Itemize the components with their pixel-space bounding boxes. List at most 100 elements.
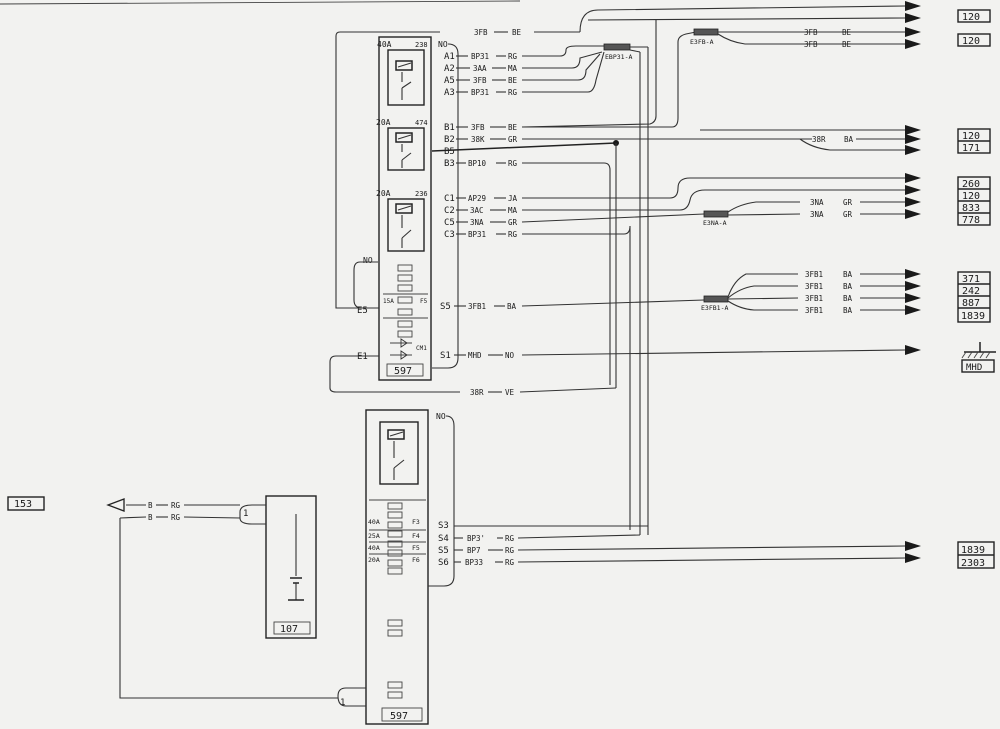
ref-group-5: 371 242 887 1839 <box>957 271 991 323</box>
ref-g4-1: 120 <box>962 191 980 202</box>
rw-3fb1-4-code: 3FB1 <box>805 306 823 315</box>
ref-group-1: 120 <box>957 9 991 23</box>
rw-3fb-2-code: 3FB <box>804 40 818 49</box>
rw-3fb1-3-color: BA <box>843 294 853 303</box>
ref-g1-0: 120 <box>962 12 980 23</box>
wire-c2-code: 3AC <box>470 206 484 215</box>
ref-group-6: 1839 2303 <box>957 541 995 569</box>
wire-a1-code: BP31 <box>471 52 489 61</box>
fuse-f3: F3 <box>412 518 420 526</box>
wire2-s6-code: BP33 <box>465 558 483 567</box>
battery-wires: B RG B RG <box>106 498 241 522</box>
rw-3na-1-color: GR <box>843 198 853 207</box>
splice-e3na-a: E3NA-A <box>703 219 727 227</box>
relay-3-number: 236 <box>415 190 428 198</box>
fuse-f6: F6 <box>412 556 420 564</box>
bottom-wire-code: 38R <box>470 388 484 397</box>
page-top-edge <box>0 0 521 5</box>
wire-b2-color: GR <box>508 135 518 144</box>
top-wire-color: BE <box>512 28 522 37</box>
wire-c1-color: JA <box>508 194 518 203</box>
unit-597-upper-body <box>378 36 432 381</box>
relay-3-symbol <box>387 198 425 252</box>
fuse-f4-rating: 25A <box>368 532 380 540</box>
wire-a5-code: 3FB <box>473 76 487 85</box>
pin-b1: B1 <box>444 123 455 133</box>
wire2-s4-color: RG <box>505 534 515 543</box>
battery-pin-1: 1 <box>243 509 248 519</box>
unit1-no-label: NO <box>438 40 448 49</box>
wire-s1-color: NO <box>505 351 515 360</box>
splice-e3fb-a: E3FB-A <box>690 38 714 46</box>
relay-3-rating: 20A <box>376 189 391 198</box>
rw-3fb1-2-code: 3FB1 <box>805 282 823 291</box>
rw-3fb-1-code: 3FB <box>804 28 818 37</box>
unit-597-upper: 40A 238 20A 474 20A 236 <box>353 36 518 381</box>
pin-e1: E1 <box>357 352 368 362</box>
ground-symbol: MHD <box>961 342 996 373</box>
bwire-1-color: RG <box>171 501 181 510</box>
unit1-right-bracket <box>432 43 459 369</box>
fuse-label-upper: F5 <box>420 298 428 305</box>
rw-3fb1-1-code: 3FB1 <box>805 270 823 279</box>
wire-a2-color: MA <box>508 64 518 73</box>
wires-upper: EBP31-A E3FB-A <box>329 1 921 535</box>
bwire-2-code: B <box>148 513 153 522</box>
pin-c5: C5 <box>444 218 455 228</box>
pin-a3: A3 <box>444 88 455 98</box>
rw-38r-color: BA <box>844 135 854 144</box>
pin-c1: C1 <box>444 194 455 204</box>
e5-loop <box>353 261 379 309</box>
wire-s1-code: MHD <box>468 351 482 360</box>
splice-e3fb1-a: E3FB1-A <box>701 304 728 312</box>
ref-g4-0: 260 <box>962 179 980 190</box>
unit2-no-label: NO <box>436 412 446 421</box>
wire-b2-code: 38K <box>471 135 485 144</box>
bwire-2-color: RG <box>171 513 181 522</box>
wire2-s5-color: RG <box>505 546 515 555</box>
relay-1-number: 238 <box>415 41 428 49</box>
pin2-s4: S4 <box>438 534 449 544</box>
unit-597-lower-body <box>365 409 429 725</box>
rw-3fb-1-color: BE <box>842 28 852 37</box>
pin2-s6: S6 <box>438 558 449 568</box>
ground-label: MHD <box>966 363 982 373</box>
ref-g5-0: 371 <box>962 274 980 285</box>
pin-b3: B3 <box>444 159 455 169</box>
pin2-s5: S5 <box>438 546 449 556</box>
wire-c5-color: GR <box>508 218 518 227</box>
pin2-s3: S3 <box>438 521 449 531</box>
splice-ebp31-a: EBP31-A <box>605 53 632 61</box>
wire-a5-color: BE <box>508 76 518 85</box>
wire-b1-color: BE <box>508 123 518 132</box>
rw-3na-2-code: 3NA <box>810 210 824 219</box>
ref-group-3: 120 171 <box>957 128 991 154</box>
fuse-f5: F5 <box>412 544 420 552</box>
right-wire-labels: 3FB BE 3FB BE 38R BA 3NA GR 3NA GR 3FB1 … <box>804 28 854 315</box>
relay-2-number: 474 <box>415 119 428 127</box>
pin-s1: S1 <box>440 351 451 361</box>
wires-lower <box>119 518 921 699</box>
ref-g5-3: 1839 <box>961 311 985 322</box>
wire-c3-color: RG <box>508 230 518 239</box>
pin-a2: A2 <box>444 64 455 74</box>
wire-c3-code: BP31 <box>468 230 486 239</box>
wire-a3-color: RG <box>508 88 518 97</box>
battery-number: 107 <box>280 624 298 635</box>
pin-a5: A5 <box>444 76 455 86</box>
wire-s5-code: 3FB1 <box>468 302 486 311</box>
rw-3na-1-code: 3NA <box>810 198 824 207</box>
wire-b1-code: 3FB <box>471 123 485 132</box>
pin-a1: A1 <box>444 52 455 62</box>
ref-g5-2: 887 <box>962 298 980 309</box>
relay-1-symbol <box>387 49 425 106</box>
wire-a2-code: 3AA <box>473 64 487 73</box>
ref-group-2: 120 <box>957 33 991 47</box>
battery-unit: 1 107 <box>239 495 317 639</box>
top-wire-code: 3FB <box>474 28 488 37</box>
pin-b5: B5 <box>444 147 455 157</box>
wire2-s6-color: RG <box>505 558 515 567</box>
pin-b2: B2 <box>444 135 455 145</box>
ref-g5-1: 242 <box>962 286 980 297</box>
